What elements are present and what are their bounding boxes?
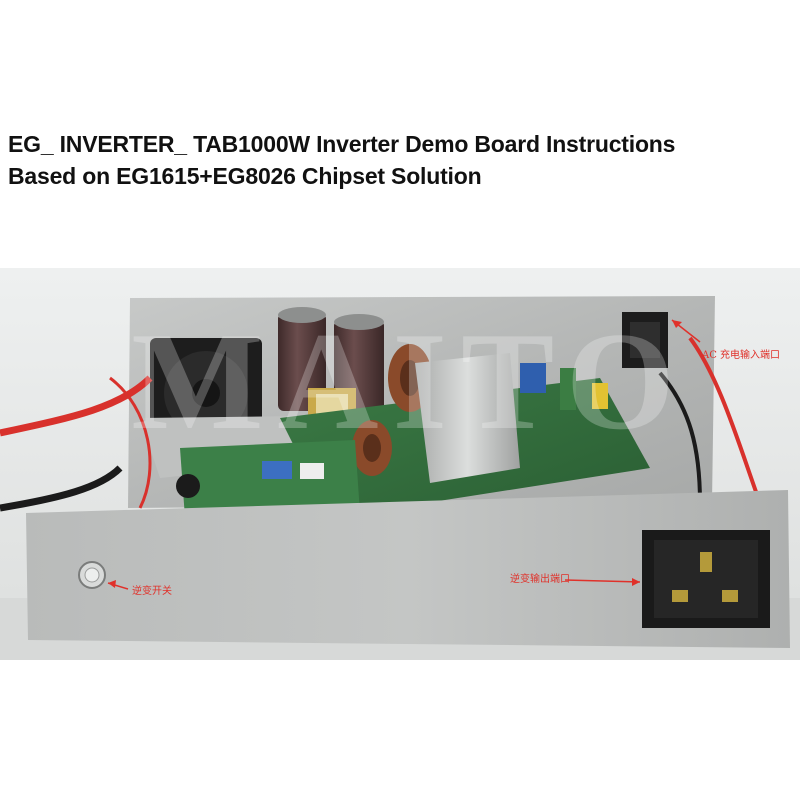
front-metal-panel [26,490,790,648]
cable-black-left [0,465,123,512]
title-block: EG_ INVERTER_ TAB1000W Inverter Demo Boa… [8,128,798,192]
ac-input-label: AC 充电输入端口 [701,348,780,361]
inverter-board-illustration: MAITO AC 充电输入端口 逆变开关 逆变输出端口 [0,268,800,660]
cable-red-thin [109,376,152,509]
fan-hub [192,379,220,407]
heatsink [415,353,520,483]
capacitor-left-top [278,307,326,323]
socket-pin-top [700,552,712,572]
yellow-capacitor [592,383,608,409]
potentiometer [262,461,292,479]
title-line-2: Based on EG1615+EG8026 Chipset Solution [8,163,482,189]
capacitor-left [278,313,326,411]
buzzer [176,474,200,498]
title-line-1: EG_ INVERTER_ TAB1000W Inverter Demo Boa… [8,131,676,157]
ac-input-socket [630,322,660,358]
socket-face [654,540,758,618]
toroid-core-upper [400,360,420,396]
connector-white [300,463,324,479]
switch-arrowhead [108,580,116,588]
ac-input-arrowhead [672,320,682,328]
cable-red-left [0,375,153,437]
output-arrow [564,579,641,583]
switch-button [84,567,100,583]
output-arrowhead [632,578,640,586]
blue-relay [520,363,546,393]
green-inductor [560,368,576,410]
cable-black-right [658,371,702,504]
watermark-text: MAITO [131,304,688,459]
inverter-output-label: 逆变输出端口 [510,572,570,585]
cable-red-right [688,336,762,504]
toroid-core-lower [363,434,381,462]
socket-pin-right [722,590,738,602]
socket-pin-left [672,590,688,602]
inverter-switch-label: 逆变开关 [132,584,172,597]
inverter-board-photo: MAITO AC 充电输入端口 逆变开关 逆变输出端口 [0,268,800,660]
capacitor-right-top [334,314,384,330]
